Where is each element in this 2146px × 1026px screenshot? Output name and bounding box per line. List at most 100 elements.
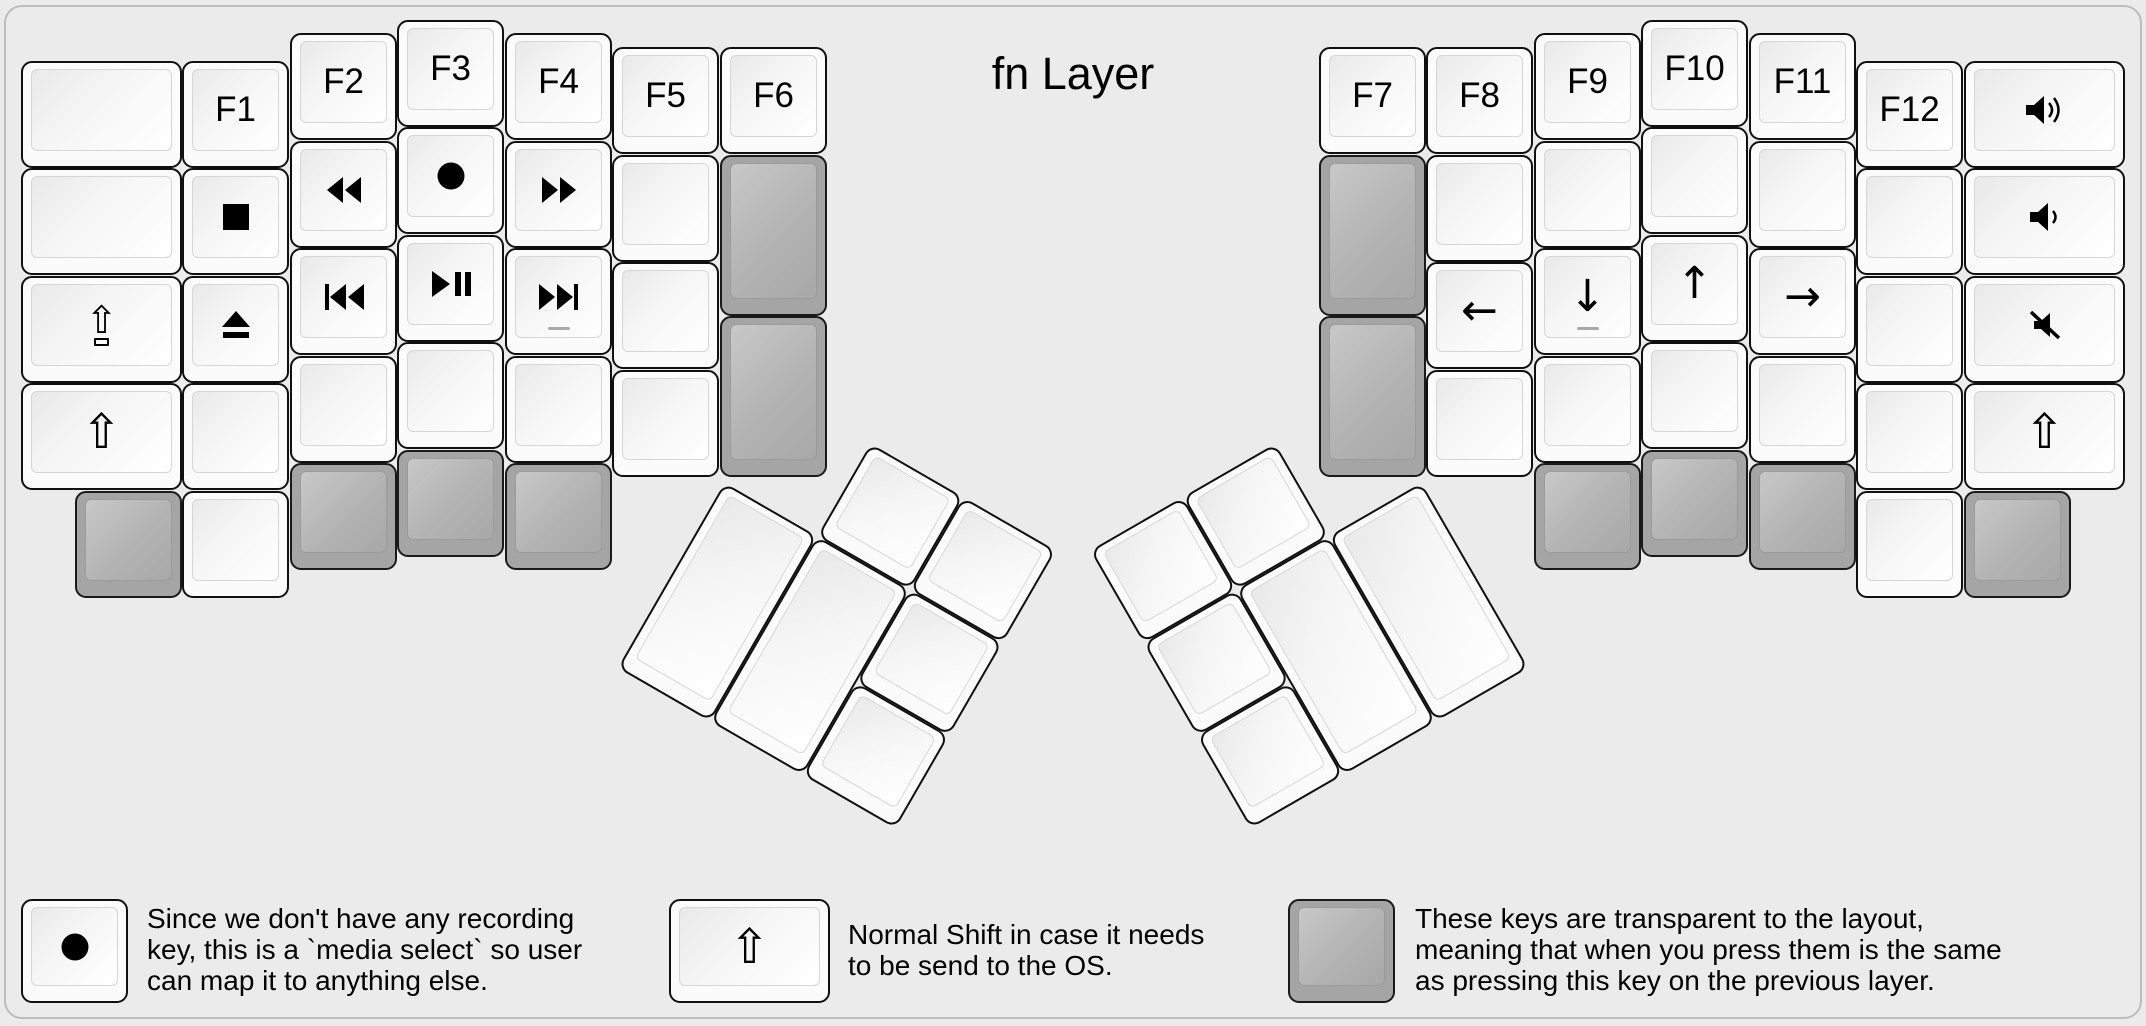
keycap <box>1759 471 1846 553</box>
key-blank[interactable] <box>1856 491 1963 598</box>
key-blank[interactable] <box>1641 342 1748 449</box>
keycap <box>1544 149 1631 231</box>
key-transparent[interactable] <box>1749 463 1856 570</box>
arrow-left-icon: ← <box>1461 285 1498 336</box>
keycap <box>300 364 387 446</box>
key-f9[interactable]: F9 <box>1534 33 1641 140</box>
key-record[interactable] <box>397 127 504 234</box>
key-blank[interactable] <box>290 356 397 463</box>
key-transparent[interactable] <box>720 316 827 477</box>
shift-icon: ⇧ <box>729 918 770 975</box>
key-f2[interactable]: F2 <box>290 33 397 140</box>
key-transparent[interactable] <box>505 463 612 570</box>
key-f10[interactable]: F10 <box>1641 20 1748 127</box>
key-shift-right[interactable]: ⇧ <box>1964 383 2125 490</box>
legend-transparent-keys-text: These keys are transparent to the layout… <box>1415 903 2002 996</box>
key-blank[interactable] <box>1749 141 1856 248</box>
key-blank[interactable] <box>612 370 719 477</box>
keycap <box>515 364 602 446</box>
key-f7[interactable]: F7 <box>1319 47 1426 154</box>
key-arrow-down[interactable]: ↓ <box>1534 248 1641 355</box>
keycap: F1 <box>192 69 279 151</box>
keycap: ← <box>1436 270 1523 352</box>
key-arrow-right[interactable]: → <box>1749 248 1856 355</box>
key-stop[interactable] <box>182 168 289 275</box>
key-label: F6 <box>753 76 794 115</box>
legend-line: These keys are transparent to the layout… <box>1415 903 1924 934</box>
next-track-icon <box>538 283 580 311</box>
key-blank[interactable] <box>1856 276 1963 383</box>
keycap <box>1329 163 1416 299</box>
key-f4[interactable]: F4 <box>505 33 612 140</box>
keycap: ↑ <box>1651 243 1738 325</box>
key-f3[interactable]: F3 <box>397 20 504 127</box>
key-blank[interactable] <box>1534 141 1641 248</box>
key-transparent[interactable] <box>290 463 397 570</box>
key-f5[interactable]: F5 <box>612 47 719 154</box>
key-label: F2 <box>323 62 364 101</box>
keycap <box>300 149 387 231</box>
key-transparent[interactable] <box>397 450 504 557</box>
key-blank[interactable] <box>1749 356 1856 463</box>
key-mute[interactable] <box>1964 276 2125 383</box>
shift-icon: ⇧ <box>2024 404 2065 460</box>
key-volume-down[interactable] <box>1964 168 2125 275</box>
key-label: F8 <box>1459 76 1500 115</box>
key-transparent[interactable] <box>1319 316 1426 477</box>
key-blank[interactable] <box>1856 383 1963 490</box>
key-f6[interactable]: F6 <box>720 47 827 154</box>
key-transparent[interactable] <box>720 155 827 316</box>
keycap <box>1651 458 1738 540</box>
key-transparent[interactable] <box>75 491 182 598</box>
keycap <box>407 350 494 432</box>
key-blank[interactable] <box>397 342 504 449</box>
key-eject[interactable] <box>182 276 289 383</box>
keycap: ⇧ <box>31 284 172 366</box>
key-f11[interactable]: F11 <box>1749 33 1856 140</box>
key-transparent[interactable] <box>1534 463 1641 570</box>
play-pause-icon <box>430 270 472 298</box>
key-blank[interactable] <box>1856 168 1963 275</box>
key-label: F1 <box>215 90 256 129</box>
stop-icon <box>221 202 251 232</box>
key-fast-forward[interactable] <box>505 141 612 248</box>
key-blank[interactable] <box>21 168 182 275</box>
legend-line: Normal Shift in case it needs <box>848 919 1205 950</box>
key-blank[interactable] <box>1534 356 1641 463</box>
record-icon <box>436 161 466 191</box>
key-transparent[interactable] <box>1641 450 1748 557</box>
key-transparent[interactable] <box>1319 155 1426 316</box>
key-rewind[interactable] <box>290 141 397 248</box>
key-play-pause[interactable] <box>397 235 504 342</box>
key-label: F11 <box>1773 62 1832 101</box>
key-blank[interactable] <box>1426 370 1533 477</box>
keycap: F4 <box>515 41 602 123</box>
key-blank[interactable] <box>182 383 289 490</box>
key-blank[interactable] <box>1641 127 1748 234</box>
keycap <box>515 149 602 231</box>
eject-icon <box>219 310 253 340</box>
key-f1[interactable]: F1 <box>182 61 289 168</box>
volume-down-icon <box>2027 201 2063 233</box>
key-next-track[interactable] <box>505 248 612 355</box>
key-f12[interactable]: F12 <box>1856 61 1963 168</box>
keycap <box>1866 176 1953 258</box>
key-blank[interactable] <box>182 491 289 598</box>
volume-up-icon <box>2023 94 2067 126</box>
key-f8[interactable]: F8 <box>1426 47 1533 154</box>
key-transparent[interactable] <box>1964 491 2071 598</box>
key-blank[interactable] <box>21 61 182 168</box>
key-volume-up[interactable] <box>1964 61 2125 168</box>
key-blank[interactable] <box>612 262 719 369</box>
key-blank[interactable] <box>612 155 719 262</box>
key-shift-left[interactable]: ⇧ <box>21 383 182 490</box>
key-caps-lock[interactable]: ⇧ <box>21 276 182 383</box>
key-arrow-up[interactable]: ↑ <box>1641 235 1748 342</box>
key-blank[interactable] <box>1426 155 1533 262</box>
key-blank[interactable] <box>505 356 612 463</box>
keycap <box>1651 135 1738 217</box>
key-label: F5 <box>645 76 686 115</box>
key-prev-track[interactable] <box>290 248 397 355</box>
key-arrow-left[interactable]: ← <box>1426 262 1533 369</box>
